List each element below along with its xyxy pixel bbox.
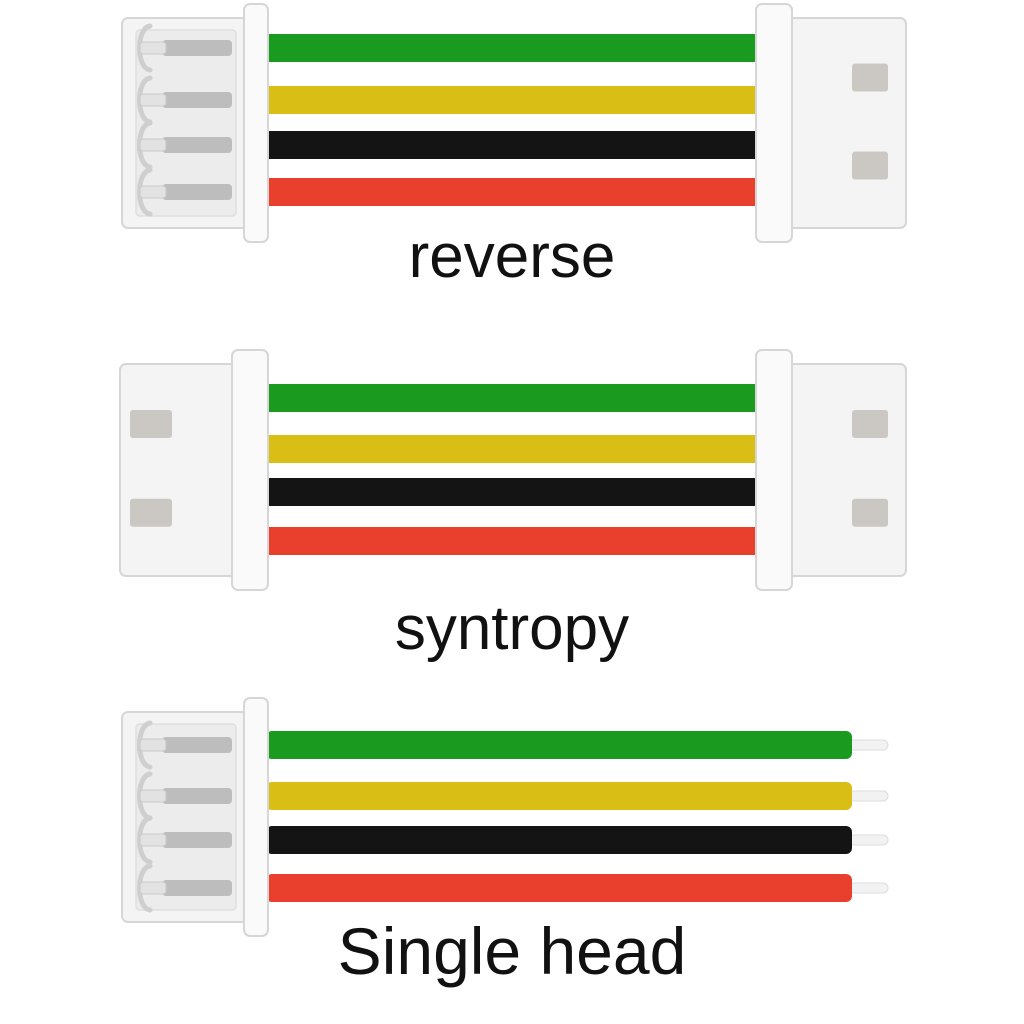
black-wire <box>266 478 756 506</box>
syntropy-cable <box>119 349 907 591</box>
right-housing-connector <box>755 349 907 591</box>
connector-pin <box>162 832 232 848</box>
red-wire <box>266 527 756 555</box>
connector-housing <box>119 363 243 577</box>
pin-side-connector <box>121 697 269 937</box>
connector-flange <box>243 697 269 937</box>
connector-flange <box>755 3 793 243</box>
pin-side-connector <box>121 3 269 243</box>
connector-pin-tab <box>139 41 167 55</box>
connector-pin <box>162 880 232 896</box>
connector-recess <box>135 723 237 911</box>
reverse-cable <box>121 3 907 243</box>
single-head-label: Single head <box>337 914 687 988</box>
connector-pin <box>162 788 232 804</box>
left-housing-connector <box>119 349 269 591</box>
connector-pin <box>162 137 232 153</box>
connector-pin-tab <box>139 833 167 847</box>
connector-recess <box>135 29 237 217</box>
syntropy-label: syntropy <box>394 594 630 663</box>
yellow-wire <box>266 86 756 114</box>
connector-window <box>852 151 888 180</box>
single-head-cable <box>121 697 889 937</box>
connector-pin <box>162 40 232 56</box>
green-wire <box>266 34 756 62</box>
connector-pin <box>162 92 232 108</box>
reverse-label: reverse <box>408 222 616 291</box>
connector-pin-tab <box>139 185 167 199</box>
connector-pin <box>162 184 232 200</box>
connector-flange <box>755 349 793 591</box>
connector-housing <box>783 17 907 229</box>
connector-pin-tab <box>139 789 167 803</box>
connector-flange <box>231 349 269 591</box>
right-housing-connector <box>755 3 907 243</box>
connector-window <box>130 498 172 527</box>
connector-pin <box>162 737 232 753</box>
connector-window <box>852 63 888 92</box>
red-wire <box>266 178 756 206</box>
black-wire <box>266 826 852 854</box>
connector-pin-tab <box>139 138 167 152</box>
connector-pin-tab <box>139 881 167 895</box>
connector-window <box>852 410 888 438</box>
connector-window <box>130 410 172 438</box>
yellow-wire <box>266 782 852 810</box>
connector-pin-tab <box>139 738 167 752</box>
connector-housing <box>783 363 907 577</box>
yellow-wire <box>266 435 756 463</box>
green-wire <box>266 731 852 759</box>
connector-window <box>852 498 888 527</box>
connector-flange <box>243 3 269 243</box>
red-wire <box>266 874 852 902</box>
green-wire <box>266 384 756 412</box>
black-wire <box>266 131 756 159</box>
connector-pin-tab <box>139 93 167 107</box>
